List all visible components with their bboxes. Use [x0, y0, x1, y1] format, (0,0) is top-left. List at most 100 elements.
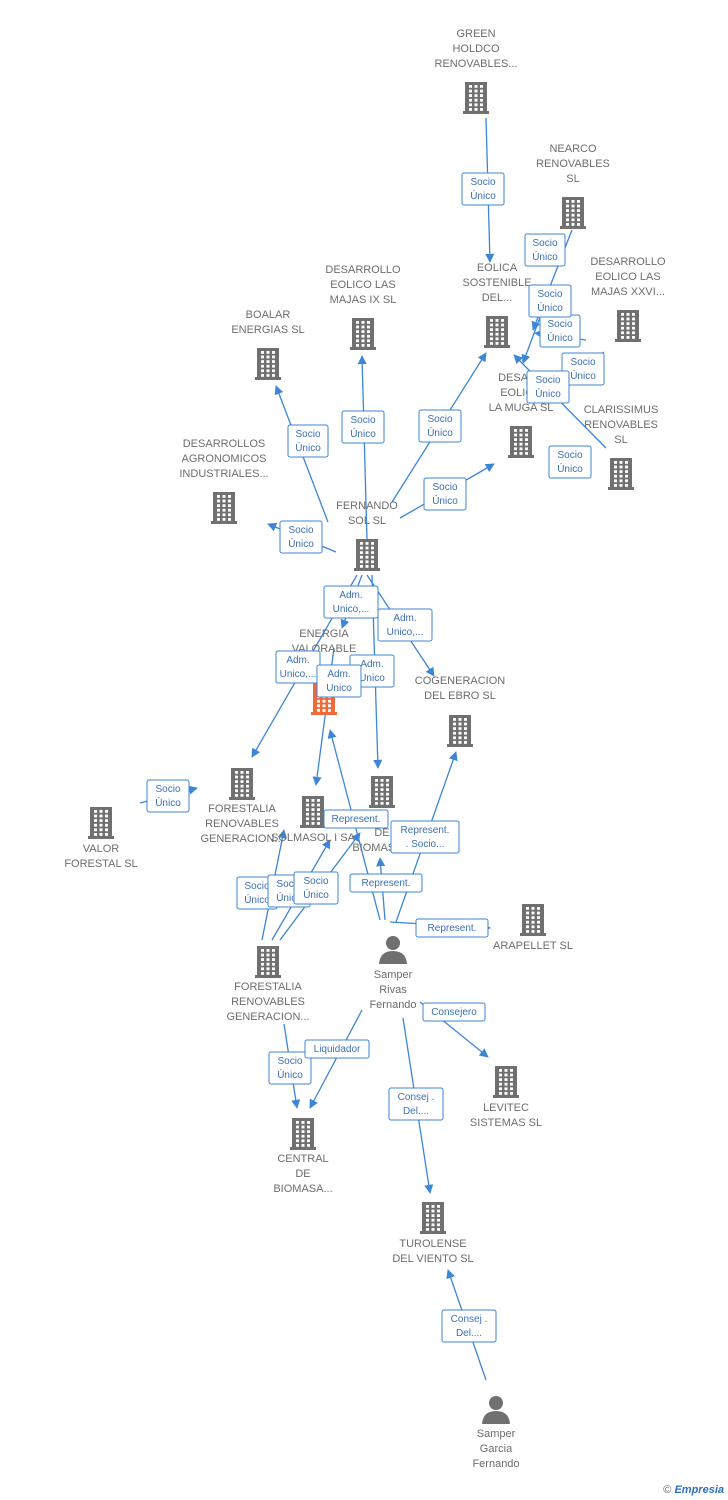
building-window [361, 325, 365, 329]
edge-label[interactable]: Adm.Unico,... [377, 608, 433, 642]
copyright-symbol: © [663, 1484, 672, 1496]
edge-label[interactable]: Represent. [415, 918, 489, 938]
footer-brand[interactable]: © Empresia [663, 1484, 724, 1496]
node-agronomicos[interactable]: DESARROLLOSAGRONOMICOSINDUSTRIALES... [179, 438, 269, 524]
building-window [317, 704, 320, 708]
edge-label[interactable]: Represent. [323, 809, 389, 829]
node-green[interactable]: GREENHOLDCORENOVABLES... [435, 28, 518, 114]
edge-label[interactable]: Consej .Del.... [388, 1087, 444, 1121]
building-window [531, 911, 535, 915]
building-window [261, 374, 264, 377]
node-label: SISTEMAS SL [470, 1117, 542, 1129]
building-window [272, 355, 275, 359]
edge-label-text: Único [532, 250, 558, 263]
building-window [519, 429, 523, 432]
building-window [519, 433, 523, 437]
building-window [469, 108, 472, 111]
edge-label-text: Único [547, 331, 573, 344]
building-window [228, 504, 231, 507]
node-arapellet[interactable]: ARAPELLET SL [493, 904, 573, 952]
building-window [94, 828, 97, 832]
edge-label[interactable]: Liquidador [304, 1039, 370, 1059]
building-window [499, 1073, 502, 1077]
person-head [386, 936, 400, 950]
edge-label[interactable]: Adm.Unico [316, 664, 362, 698]
building-window [217, 495, 220, 498]
node-solmasol[interactable]: SOLMASOL I SA [271, 796, 356, 844]
building-window [361, 321, 365, 324]
building-window [365, 565, 369, 568]
edge-label-box [441, 1309, 497, 1343]
node-forestalia_a[interactable]: FORESTALIARENOVABLESGENERACION... [200, 768, 284, 845]
node-forestalia_b[interactable]: FORESTALIARENOVABLESGENERACION... [226, 946, 310, 1023]
edge-label[interactable]: Represent. [349, 873, 423, 893]
edge-label[interactable]: Adm.Unico,... [323, 585, 379, 619]
building-window [266, 962, 270, 966]
building-window [306, 812, 309, 816]
edge-label[interactable]: Represent.. Socio... [390, 820, 460, 854]
building-window [519, 438, 523, 441]
edge-label[interactable]: Consej .Del.... [441, 1309, 497, 1343]
edge-label[interactable]: Consejero [422, 1002, 486, 1022]
building-window [499, 1087, 502, 1091]
building-window [519, 452, 523, 455]
edge-label-text: Consej . [451, 1314, 488, 1325]
building-window [458, 727, 462, 730]
building-window [614, 465, 617, 469]
building-window [311, 803, 315, 807]
building-icon [508, 426, 534, 458]
node-central[interactable]: CENTRALDEBIOMASA... [273, 1118, 333, 1195]
edge-label-text: Socio [244, 881, 269, 892]
building-window [504, 1069, 508, 1072]
building-window [317, 803, 320, 807]
building-window [621, 317, 624, 321]
building-window [301, 1139, 305, 1143]
building-window [296, 1130, 299, 1133]
person-head [489, 1396, 503, 1410]
building-window [317, 808, 320, 811]
person-icon [482, 1396, 510, 1424]
node-eolica[interactable]: EOLICASOSTENIBLEDEL... [462, 262, 532, 348]
building-window [307, 1121, 310, 1124]
building-window [261, 351, 264, 354]
building-window [453, 718, 456, 721]
node-label: FORESTALIA [208, 803, 276, 815]
building-window [380, 788, 384, 791]
building-window [480, 98, 483, 102]
building-window [619, 474, 623, 478]
building-base [608, 487, 634, 490]
building-window [464, 727, 467, 730]
edge-label-box [287, 424, 329, 458]
edge-label[interactable]: Adm.Unico,... [275, 650, 321, 684]
building-icon [255, 348, 281, 380]
building-window [322, 709, 326, 712]
